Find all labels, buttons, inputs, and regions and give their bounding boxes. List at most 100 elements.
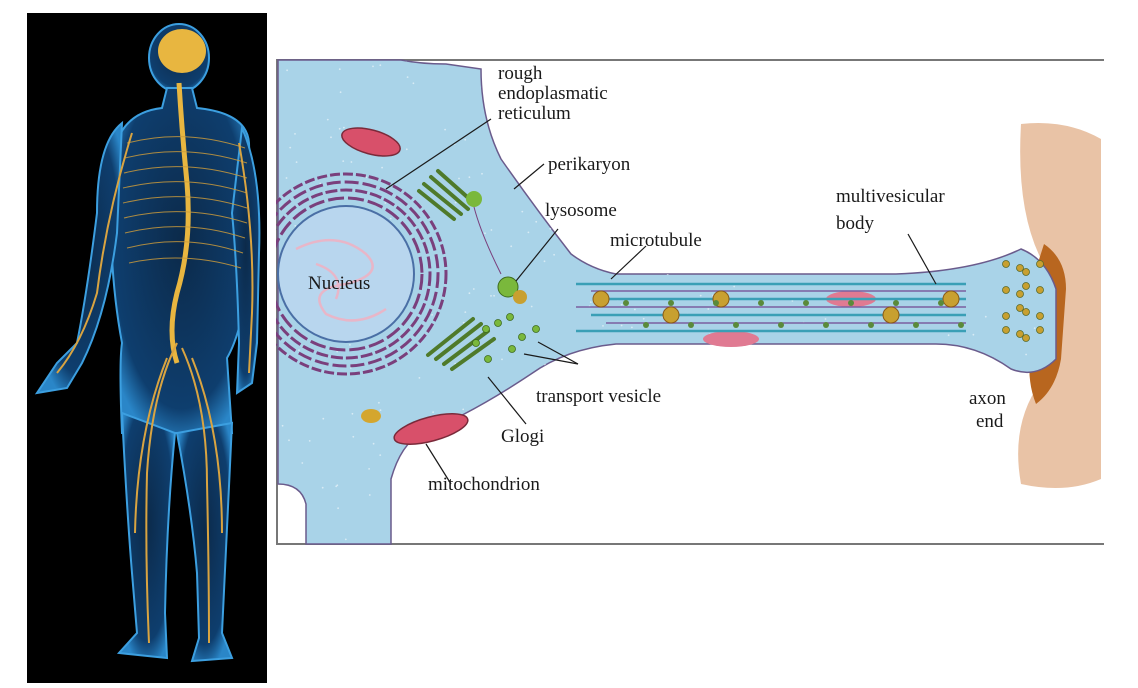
transport-vesicle-dot xyxy=(803,300,809,306)
speckle xyxy=(626,477,628,479)
speckle xyxy=(544,170,546,173)
speckle xyxy=(368,494,371,496)
multivesicular-body xyxy=(942,290,960,308)
speckle xyxy=(892,70,895,72)
speckle xyxy=(687,262,689,265)
speckle xyxy=(1016,424,1018,427)
speckle xyxy=(972,333,975,336)
label-nucleus: Nucieus xyxy=(308,273,370,294)
speckle xyxy=(788,482,790,484)
speckle xyxy=(770,460,773,463)
speckle xyxy=(760,178,763,181)
speckle xyxy=(612,383,615,386)
speckle xyxy=(342,160,345,162)
speckle xyxy=(755,267,757,270)
speckle xyxy=(349,367,352,369)
speckle xyxy=(294,225,297,227)
speckle xyxy=(627,416,629,419)
speckle xyxy=(727,223,730,225)
speckle xyxy=(622,141,624,144)
speckle xyxy=(468,292,471,295)
label-axon-end-1: axon xyxy=(969,388,1006,409)
multivesicular-body xyxy=(882,306,900,324)
speckle xyxy=(1020,215,1022,218)
speckle xyxy=(527,231,530,234)
speckle xyxy=(618,94,621,97)
transport-vesicle-dot xyxy=(938,300,944,306)
speckle xyxy=(602,113,604,116)
transport-vesicle-dot xyxy=(823,322,829,328)
speckle xyxy=(493,294,495,297)
transport-vesicle-dot xyxy=(893,300,899,306)
speckle xyxy=(617,464,620,467)
speckle xyxy=(1037,535,1039,537)
speckle xyxy=(569,505,572,508)
lysosome xyxy=(497,276,519,298)
label-axon-end-2: end xyxy=(976,411,1004,432)
speckle xyxy=(824,65,827,67)
speckle xyxy=(288,439,290,442)
speckle xyxy=(734,526,736,528)
speckle xyxy=(799,134,801,137)
speckle xyxy=(642,172,644,175)
speckle xyxy=(639,538,642,541)
speckle xyxy=(490,295,492,297)
nucleus xyxy=(277,205,415,343)
speckle xyxy=(963,381,966,383)
speckle xyxy=(931,103,933,106)
speckle xyxy=(472,288,475,290)
speckle xyxy=(579,73,582,76)
speckle xyxy=(412,82,415,85)
speckle xyxy=(585,195,587,198)
speckle xyxy=(931,540,934,543)
speckle xyxy=(790,479,792,482)
speckle xyxy=(926,420,929,423)
speckle xyxy=(664,172,666,174)
speckle xyxy=(462,518,465,520)
speckle xyxy=(584,482,587,484)
synaptic-vesicle xyxy=(1002,326,1010,334)
speckle xyxy=(481,172,483,175)
speckle xyxy=(969,384,972,386)
speckle xyxy=(755,88,757,91)
speckle xyxy=(891,401,894,404)
speckle xyxy=(294,133,296,135)
speckle xyxy=(896,394,898,396)
transport-vesicle-dot xyxy=(623,300,629,306)
peripheral-nerves xyxy=(56,132,254,644)
speckle xyxy=(368,468,370,470)
speckle xyxy=(834,368,837,370)
speckle xyxy=(889,501,891,504)
speckle xyxy=(693,193,696,196)
speckle xyxy=(530,305,533,308)
speckle xyxy=(589,111,592,113)
speckle xyxy=(811,143,813,146)
transport-vesicle-dot xyxy=(868,322,874,328)
speckle xyxy=(372,65,374,68)
speckle xyxy=(458,177,460,180)
right-arm xyxy=(230,124,261,395)
speckle xyxy=(350,161,353,163)
label-mitochondrion: mitochondrion xyxy=(428,474,540,495)
speckle xyxy=(719,501,722,503)
speckle xyxy=(771,375,774,378)
speckle xyxy=(589,301,592,303)
speckle xyxy=(1030,491,1033,494)
speckle xyxy=(497,437,499,439)
speckle xyxy=(1033,327,1036,329)
speckle xyxy=(900,428,903,431)
speckle xyxy=(672,258,675,261)
speckle xyxy=(281,424,284,427)
speckle xyxy=(637,180,640,182)
transport-vesicle-dot xyxy=(733,322,739,328)
speckle xyxy=(711,453,713,456)
speckle xyxy=(996,253,999,256)
speckle xyxy=(553,417,556,419)
speckle xyxy=(577,179,580,181)
speckle xyxy=(653,179,655,182)
speckle xyxy=(840,400,843,403)
speckle xyxy=(487,524,489,526)
speckle xyxy=(936,422,939,425)
speckle xyxy=(286,69,288,72)
speckle xyxy=(989,227,992,230)
